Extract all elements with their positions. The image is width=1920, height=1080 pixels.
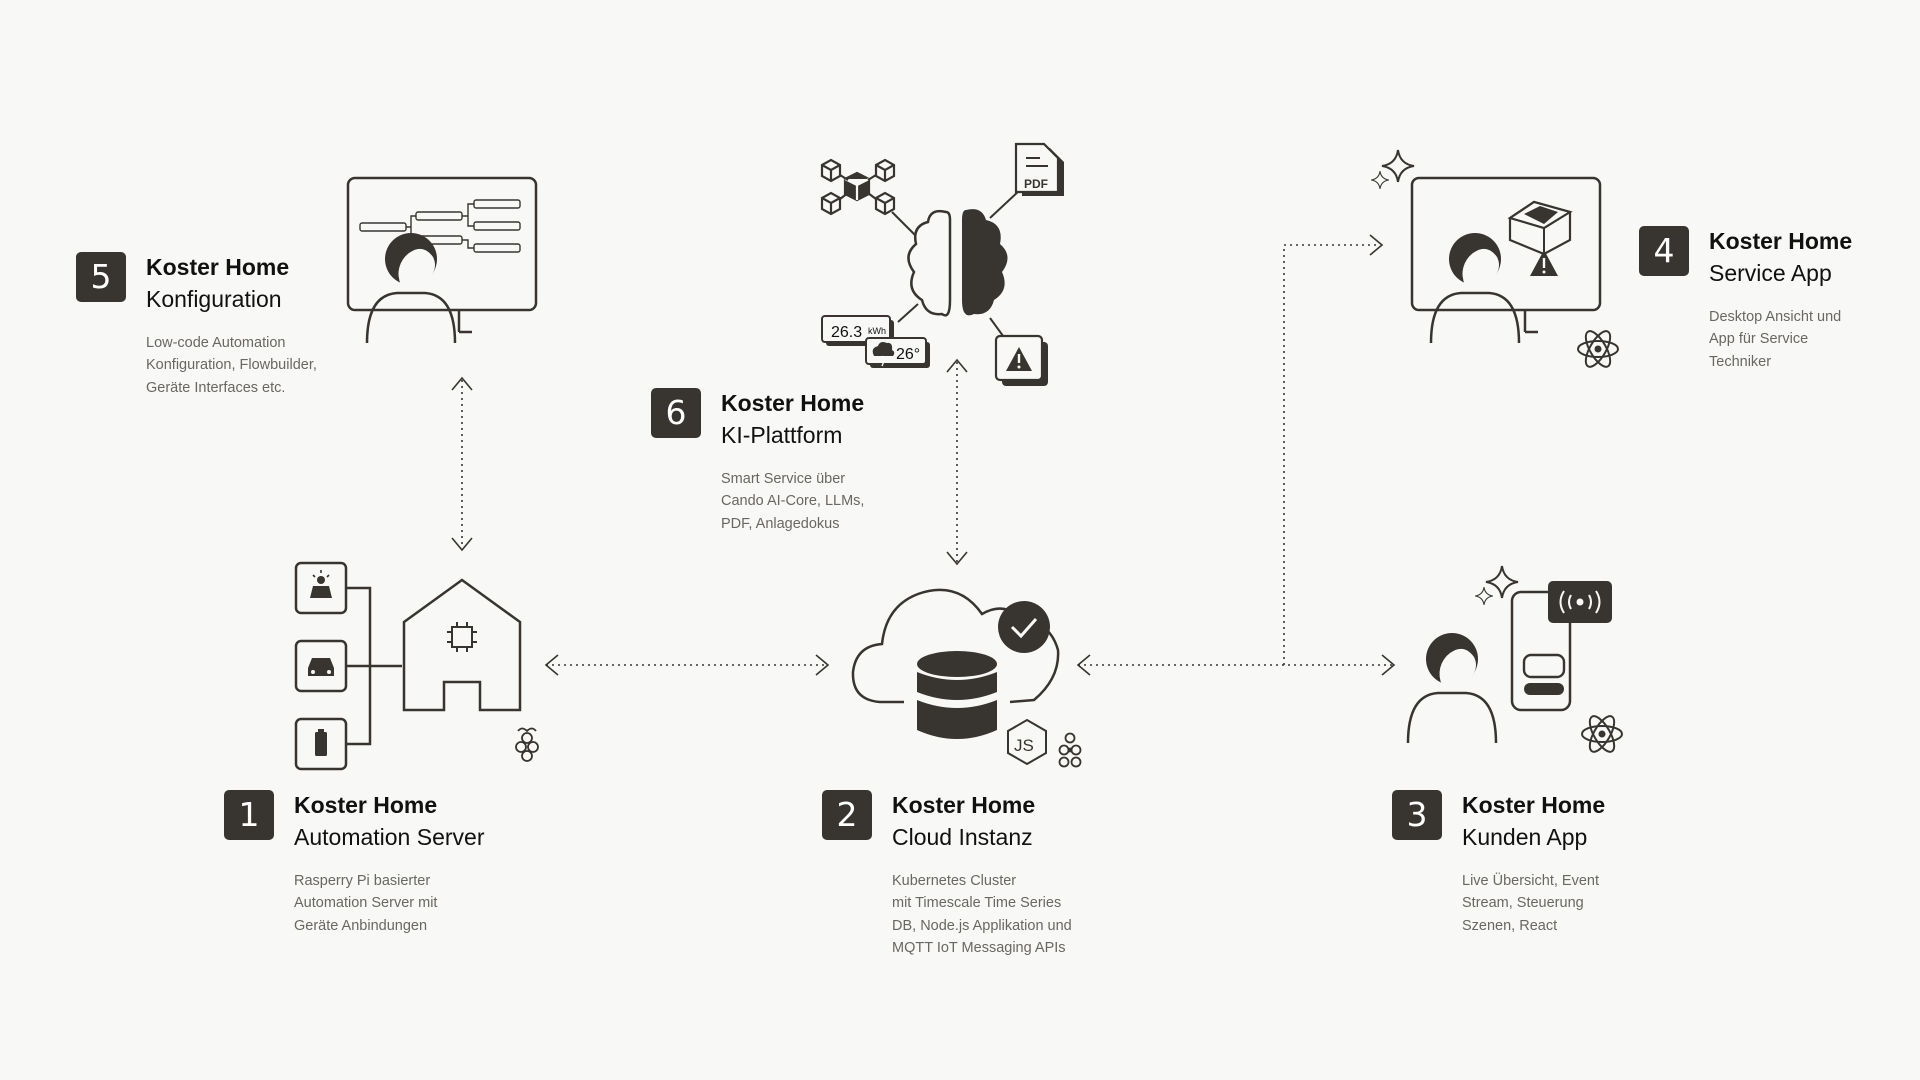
kubernetes-icon	[1058, 732, 1082, 768]
pdf-label: PDF	[1024, 177, 1048, 191]
connections	[451, 234, 1396, 676]
broadcast-icon	[1548, 581, 1612, 623]
node-description: Kubernetes Cluster mit Timescale Time Se…	[892, 873, 1072, 957]
node-title: Koster Home	[294, 792, 438, 818]
node-description: Low-code Automation Konfiguration, Flowb…	[146, 335, 317, 396]
weather-value: 26°	[896, 346, 920, 363]
sparkle-icon	[1474, 586, 1494, 606]
monitor-icon	[346, 176, 538, 334]
check-icon	[998, 601, 1050, 653]
battery-icon	[294, 717, 348, 771]
cloud-instanz-illustration: JS	[851, 588, 1082, 768]
energy-unit: kWh	[868, 326, 886, 336]
sparkle-icon	[1381, 149, 1415, 183]
node-subtitle: KI-Plattform	[721, 422, 843, 448]
node-number-badge: 6	[651, 388, 701, 438]
node-subtitle: Kunden App	[1462, 824, 1588, 850]
device-warning-icon	[1507, 200, 1573, 276]
solar-panel-icon	[294, 561, 348, 615]
brain-icon	[907, 209, 1008, 317]
connection-automation-cloud	[544, 654, 830, 676]
react-icon	[1577, 326, 1619, 372]
node-subtitle: Automation Server	[294, 824, 485, 850]
node-number-badge: 3	[1392, 790, 1442, 840]
node-description: Live Übersicht, Event Stream, Steuerung …	[1462, 873, 1600, 934]
node-title: Koster Home	[892, 792, 1036, 818]
node-description: Desktop Ansicht und App für Service Tech…	[1709, 309, 1842, 370]
user-icon	[1406, 631, 1498, 745]
connection-cloud-service	[1283, 234, 1384, 665]
house-chip-icon	[402, 578, 522, 712]
sparkle-icon	[1485, 565, 1519, 599]
node-description: Smart Service über Cando AI-Core, LLMs, …	[721, 471, 865, 532]
node-title: Koster Home	[146, 254, 290, 280]
kunden-app-illustration	[1406, 565, 1623, 757]
connection-konfiguration-automation	[451, 376, 473, 552]
car-icon	[294, 639, 348, 693]
ki-plattform-illustration: PDF 26.3 kWh 26°	[820, 142, 1064, 386]
weather-card-icon: 26°	[865, 337, 930, 368]
konfiguration-illustration	[346, 176, 538, 345]
sparkle-icon	[1370, 170, 1390, 190]
node-description: Rasperry Pi basierter Automation Server …	[294, 873, 438, 934]
nodejs-icon: JS	[1007, 718, 1047, 766]
monitor-icon	[1410, 176, 1602, 334]
connection-ki-cloud	[946, 358, 968, 566]
automation-server-illustration	[294, 561, 539, 771]
node-number-badge: 1	[224, 790, 274, 840]
svg-text:JS: JS	[1014, 736, 1034, 755]
warning-icon	[994, 334, 1048, 386]
flowchart-icon	[359, 199, 521, 253]
node-title: Koster Home	[721, 390, 865, 416]
node-number-badge: 5	[76, 252, 126, 302]
node-title: Koster Home	[1462, 792, 1606, 818]
service-app-illustration	[1370, 149, 1619, 372]
energy-value: 26.3	[831, 324, 862, 341]
node-subtitle: Konfiguration	[146, 286, 282, 312]
node-title: Koster Home	[1709, 228, 1853, 254]
blocks-icon	[820, 158, 896, 216]
node-subtitle: Cloud Instanz	[892, 824, 1033, 850]
connection-cloud-kunden	[1076, 654, 1396, 676]
pdf-icon: PDF	[1014, 142, 1064, 196]
node-subtitle: Service App	[1709, 260, 1832, 286]
node-number-badge: 4	[1639, 226, 1689, 276]
node-number-badge: 2	[822, 790, 872, 840]
react-icon	[1581, 711, 1623, 757]
raspberry-pi-icon	[515, 727, 539, 762]
